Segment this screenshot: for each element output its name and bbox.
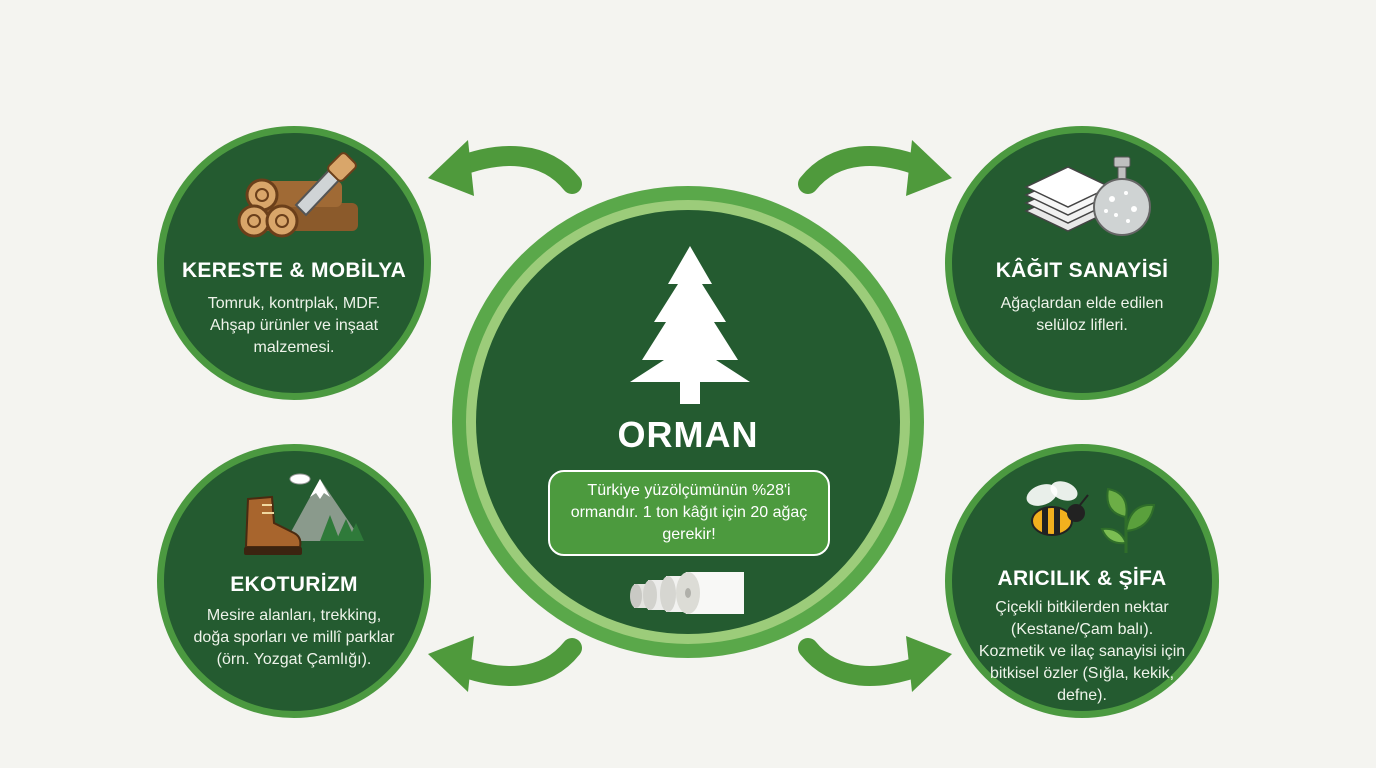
arrow-to-aricilik bbox=[798, 638, 935, 686]
paper-stack-pulp-icon bbox=[1024, 156, 1151, 236]
arrow-to-kereste bbox=[445, 146, 582, 194]
node-kagit-sanayisi: KÂĞIT SANAYİSİ Ağaçlardan elde edilen se… bbox=[945, 126, 1219, 400]
center-forest-node: ORMAN Türkiye yüzölçümünün %28'i ormandı… bbox=[452, 186, 924, 658]
center-title: ORMAN bbox=[617, 414, 759, 455]
node-ekoturizm-desc: Mesire alanları, trekking, doğa sporları… bbox=[193, 607, 395, 668]
bee-leaf-icon bbox=[1026, 481, 1156, 553]
node-ekoturizm: EKOTURİZM Mesire alanları, trekking, doğ… bbox=[157, 444, 431, 718]
node-aricilik-sifa: ARICILIK & ŞİFA Çiçekli bitkilerden nekt… bbox=[945, 444, 1219, 718]
node-kagit-title: KÂĞIT SANAYİSİ bbox=[995, 259, 1169, 282]
arrowhead-kereste bbox=[428, 140, 474, 196]
paper-roll-icon bbox=[630, 572, 744, 614]
center-fact-box: Türkiye yüzölçümünün %28'i ormandır. 1 t… bbox=[548, 470, 830, 556]
pine-tree-icon bbox=[630, 246, 750, 404]
arrow-to-ekoturizm bbox=[445, 638, 582, 686]
node-kereste-mobilya: KERESTE & MOBİLYA Tomruk, kontrplak, MDF… bbox=[157, 126, 431, 400]
node-aricilik-title: ARICILIK & ŞİFA bbox=[997, 567, 1167, 590]
node-aricilik-desc: Çiçekli bitkilerden nektar (Kestane/Çam … bbox=[978, 599, 1186, 704]
boot-mountain-icon bbox=[244, 473, 364, 555]
arrowhead-aricilik bbox=[906, 636, 952, 692]
node-kagit-desc: Ağaçlardan elde edilen selüloz lifleri. bbox=[1000, 295, 1164, 334]
node-ekoturizm-title: EKOTURİZM bbox=[230, 573, 358, 596]
arrowhead-kagit bbox=[906, 140, 952, 196]
arrowhead-ekoturizm bbox=[428, 636, 474, 692]
node-kereste-title: KERESTE & MOBİLYA bbox=[181, 259, 407, 282]
node-kereste-desc: Tomruk, kontrplak, MDF. Ahşap ürünler ve… bbox=[207, 295, 381, 356]
logs-saw-icon bbox=[237, 152, 358, 238]
arrow-to-kagit bbox=[798, 146, 935, 194]
